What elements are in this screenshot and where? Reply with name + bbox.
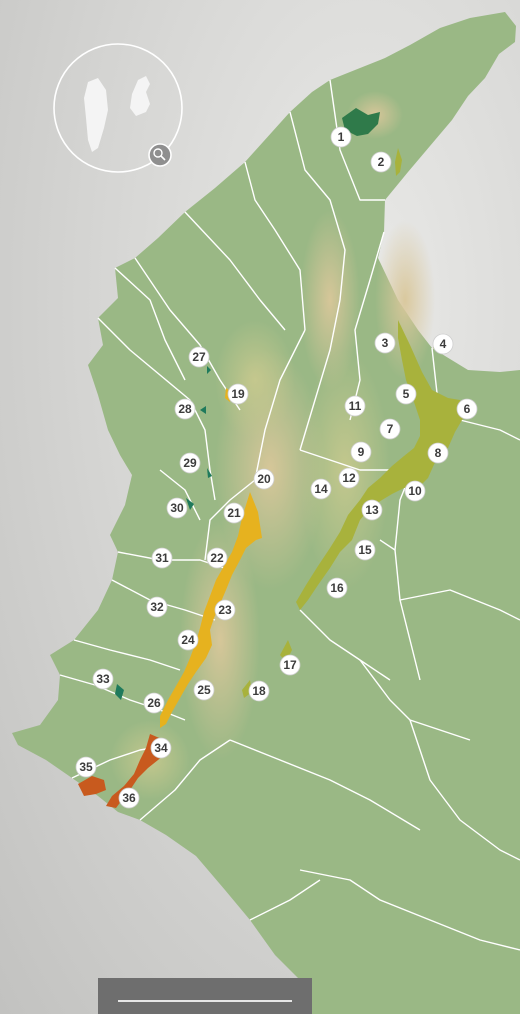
region-marker-label: 28: [178, 402, 192, 416]
region-marker-15[interactable]: 15: [354, 539, 376, 561]
region-marker-22[interactable]: 22: [206, 547, 228, 569]
region-marker-label: 14: [314, 482, 328, 496]
region-marker-label: 12: [342, 471, 356, 485]
region-marker-32[interactable]: 32: [146, 596, 168, 618]
region-marker-label: 15: [358, 543, 372, 557]
scale-bar: [98, 978, 312, 1014]
region-marker-34[interactable]: 34: [150, 737, 172, 759]
region-marker-label: 3: [382, 336, 389, 350]
region-marker-label: 13: [365, 503, 379, 517]
region-marker-label: 27: [192, 350, 206, 364]
region-marker-13[interactable]: 13: [361, 499, 383, 521]
region-marker-label: 29: [183, 456, 197, 470]
region-marker-label: 6: [464, 402, 471, 416]
scale-line: [118, 1000, 292, 1002]
region-marker-label: 7: [387, 422, 394, 436]
region-marker-6[interactable]: 6: [456, 398, 478, 420]
region-marker-label: 8: [435, 446, 442, 460]
region-marker-28[interactable]: 28: [174, 398, 196, 420]
region-marker-25[interactable]: 25: [193, 679, 215, 701]
region-marker-27[interactable]: 27: [188, 346, 210, 368]
region-shape-central-range: [160, 492, 262, 728]
region-marker-7[interactable]: 7: [379, 418, 401, 440]
region-marker-label: 10: [408, 484, 422, 498]
region-marker-label: 33: [96, 672, 110, 686]
region-marker-label: 30: [170, 501, 184, 515]
region-shape-17: [280, 640, 292, 662]
region-marker-label: 20: [257, 472, 271, 486]
region-shape-2: [395, 148, 402, 176]
region-marker-26[interactable]: 26: [143, 692, 165, 714]
region-shape-caribbean: [342, 108, 380, 136]
region-marker-30[interactable]: 30: [166, 497, 188, 519]
region-marker-3[interactable]: 3: [374, 332, 396, 354]
region-marker-4[interactable]: 4: [432, 333, 454, 355]
region-marker-9[interactable]: 9: [350, 441, 372, 463]
region-marker-label: 5: [403, 387, 410, 401]
region-marker-label: 25: [197, 683, 211, 697]
region-marker-label: 2: [378, 155, 385, 169]
department-borders: [59, 79, 520, 951]
region-marker-29[interactable]: 29: [179, 452, 201, 474]
relief-shading: [110, 91, 435, 800]
region-marker-label: 21: [227, 506, 241, 520]
region-marker-1[interactable]: 1: [330, 126, 352, 148]
region-marker-label: 18: [252, 684, 266, 698]
region-marker-label: 11: [349, 399, 362, 413]
region-marker-label: 23: [218, 603, 232, 617]
region-marker-36[interactable]: 36: [118, 787, 140, 809]
region-marker-21[interactable]: 21: [223, 502, 245, 524]
region-marker-11[interactable]: 11: [344, 395, 366, 417]
region-marker-label: 4: [440, 337, 447, 351]
region-marker-label: 31: [155, 551, 169, 565]
region-marker-23[interactable]: 23: [214, 599, 236, 621]
region-marker-label: 9: [358, 445, 365, 459]
region-marker-label: 24: [181, 633, 195, 647]
region-marker-17[interactable]: 17: [279, 654, 301, 676]
region-marker-label: 16: [330, 581, 344, 595]
region-marker-20[interactable]: 20: [253, 468, 275, 490]
region-marker-18[interactable]: 18: [248, 680, 270, 702]
region-marker-2[interactable]: 2: [370, 151, 392, 173]
region-marker-14[interactable]: 14: [310, 478, 332, 500]
island-inset: [53, 43, 183, 173]
region-marker-label: 1: [338, 130, 345, 144]
region-marker-19[interactable]: 19: [227, 383, 249, 405]
region-marker-label: 32: [150, 600, 164, 614]
region-marker-label: 35: [79, 760, 93, 774]
magnifier-icon[interactable]: [148, 143, 172, 167]
region-marker-5[interactable]: 5: [395, 383, 417, 405]
region-marker-10[interactable]: 10: [404, 480, 426, 502]
region-marker-12[interactable]: 12: [338, 467, 360, 489]
region-marker-16[interactable]: 16: [326, 577, 348, 599]
region-shape-eastern-range: [296, 320, 465, 610]
region-marker-31[interactable]: 31: [151, 547, 173, 569]
region-shape-southern-range: [78, 734, 168, 808]
region-marker-24[interactable]: 24: [177, 629, 199, 651]
region-marker-label: 19: [231, 387, 245, 401]
region-marker-33[interactable]: 33: [92, 668, 114, 690]
region-marker-8[interactable]: 8: [427, 442, 449, 464]
region-marker-label: 36: [122, 791, 136, 805]
region-marker-35[interactable]: 35: [75, 756, 97, 778]
region-marker-label: 17: [283, 658, 297, 672]
region-marker-label: 34: [154, 741, 168, 755]
region-marker-label: 22: [210, 551, 224, 565]
region-marker-label: 26: [147, 696, 161, 710]
region-shapes-pacific: [115, 366, 212, 700]
